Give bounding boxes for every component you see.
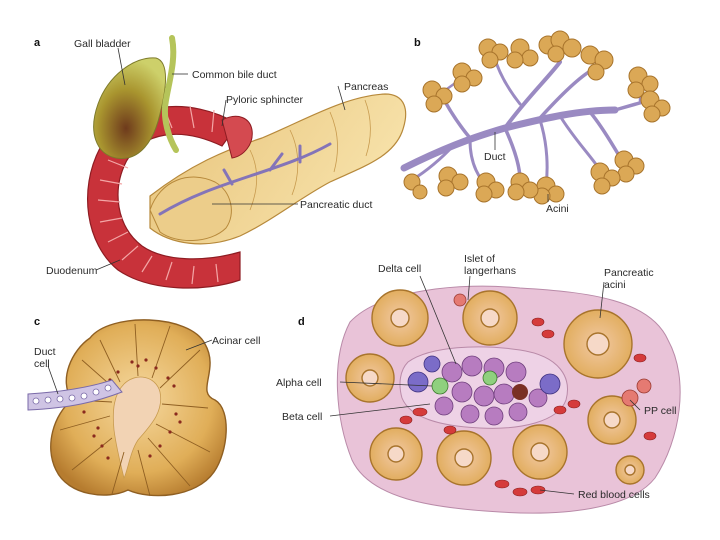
label-islet-line1: Islet of bbox=[464, 253, 495, 265]
label-duodenum: Duodenum bbox=[46, 265, 98, 277]
delta-cells bbox=[407, 355, 561, 395]
label-common-bile-duct: Common bile duct bbox=[192, 69, 277, 81]
acinus-cluster bbox=[478, 38, 509, 69]
label-pancreas: Pancreas bbox=[344, 81, 388, 93]
stomach-end bbox=[221, 115, 253, 159]
acinus-cluster bbox=[507, 172, 539, 201]
panel-a: a Gall bladder Common bile duct Pyloric … bbox=[34, 35, 407, 289]
label-duct-cell-line2: cell bbox=[34, 358, 50, 370]
acinus bbox=[462, 290, 518, 346]
acinus-cluster bbox=[614, 150, 645, 183]
acinus-cluster bbox=[475, 172, 505, 203]
central-nucleus bbox=[512, 384, 528, 400]
acinus-cluster bbox=[437, 166, 469, 197]
panel-letter-c: c bbox=[34, 316, 40, 328]
acinus bbox=[512, 424, 568, 480]
label-pancreatic-acini-line2: acini bbox=[604, 279, 626, 291]
acinus bbox=[587, 395, 637, 445]
beta-cells bbox=[434, 355, 548, 426]
leader-pancreatic-acini bbox=[599, 281, 605, 319]
acinus-cluster bbox=[590, 162, 621, 195]
acinus-cluster bbox=[506, 38, 539, 69]
common-bile-duct bbox=[162, 35, 179, 153]
leader-gall-bladder bbox=[117, 47, 126, 86]
gall-bladder bbox=[93, 57, 166, 159]
label-acinar-cell: Acinar cell bbox=[212, 335, 260, 347]
label-pancreatic-acini-line1: Pancreatic bbox=[604, 267, 654, 279]
leader-pyloric bbox=[221, 99, 227, 127]
leader-alpha-cell bbox=[339, 381, 433, 387]
acinus-cluster bbox=[533, 176, 565, 205]
acinus bbox=[345, 353, 395, 403]
pancreatic-duct bbox=[158, 142, 332, 216]
label-islet-line2: langerhans bbox=[464, 265, 516, 277]
alpha-cells bbox=[431, 370, 498, 395]
panel-b: b bbox=[400, 30, 671, 215]
acinus-cluster bbox=[538, 30, 582, 63]
acinus bbox=[369, 427, 423, 481]
acinus bbox=[436, 430, 492, 486]
acinus-lumen bbox=[112, 376, 162, 480]
leader-pp-cell bbox=[629, 399, 641, 411]
label-acini: Acini bbox=[546, 203, 569, 215]
label-delta-cell: Delta cell bbox=[378, 263, 421, 275]
panel-letter-b: b bbox=[414, 37, 421, 49]
label-duct: Duct bbox=[484, 151, 506, 163]
acinus-cluster bbox=[627, 66, 659, 99]
label-pyloric-sphincter: Pyloric sphincter bbox=[226, 94, 304, 106]
pp-cells bbox=[453, 293, 652, 407]
duct-tree bbox=[400, 54, 652, 188]
panel-letter-d: d bbox=[298, 316, 305, 328]
leader-acinar-cell bbox=[185, 339, 213, 351]
leader-rbc bbox=[539, 489, 575, 495]
panel-d: d bbox=[276, 253, 681, 514]
panel-letter-a: a bbox=[34, 37, 41, 49]
label-alpha-cell: Alpha cell bbox=[276, 377, 322, 389]
acinus bbox=[563, 309, 633, 379]
pancreatic-acini bbox=[345, 289, 645, 486]
acinus bbox=[615, 455, 645, 485]
label-red-blood-cells: Red blood cells bbox=[578, 489, 650, 501]
acinus-cluster bbox=[580, 45, 614, 81]
pancreas-lobule-lines bbox=[249, 99, 371, 211]
pancreatic-head bbox=[149, 176, 232, 242]
leader-duct-cell bbox=[47, 365, 59, 395]
label-pancreatic-duct: Pancreatic duct bbox=[300, 199, 372, 211]
label-pp-cell: PP cell bbox=[644, 405, 677, 417]
leader-islet bbox=[467, 275, 471, 301]
label-beta-cell: Beta cell bbox=[282, 411, 322, 423]
acinus-cluster bbox=[403, 173, 428, 200]
leader-pancreas bbox=[337, 85, 346, 111]
red-blood-cells bbox=[399, 317, 657, 497]
leader-duodenum bbox=[95, 259, 121, 271]
acinus bbox=[371, 289, 429, 347]
acinus-cluster bbox=[452, 62, 483, 93]
acini-clusters bbox=[403, 30, 671, 205]
zymogen-granules bbox=[82, 358, 182, 460]
leader-beta-cell bbox=[329, 403, 431, 417]
duct-cell-nuclei bbox=[32, 384, 112, 405]
label-gall-bladder: Gall bladder bbox=[74, 38, 131, 50]
leader-delta-cell bbox=[419, 275, 457, 365]
acinus-cluster bbox=[422, 80, 453, 113]
panel-c: c Duct cell Acinar cell bbox=[27, 316, 260, 497]
intercalated-duct bbox=[27, 379, 123, 411]
acinus-cluster bbox=[640, 90, 671, 123]
label-duct-cell-line1: Duct bbox=[34, 346, 56, 358]
